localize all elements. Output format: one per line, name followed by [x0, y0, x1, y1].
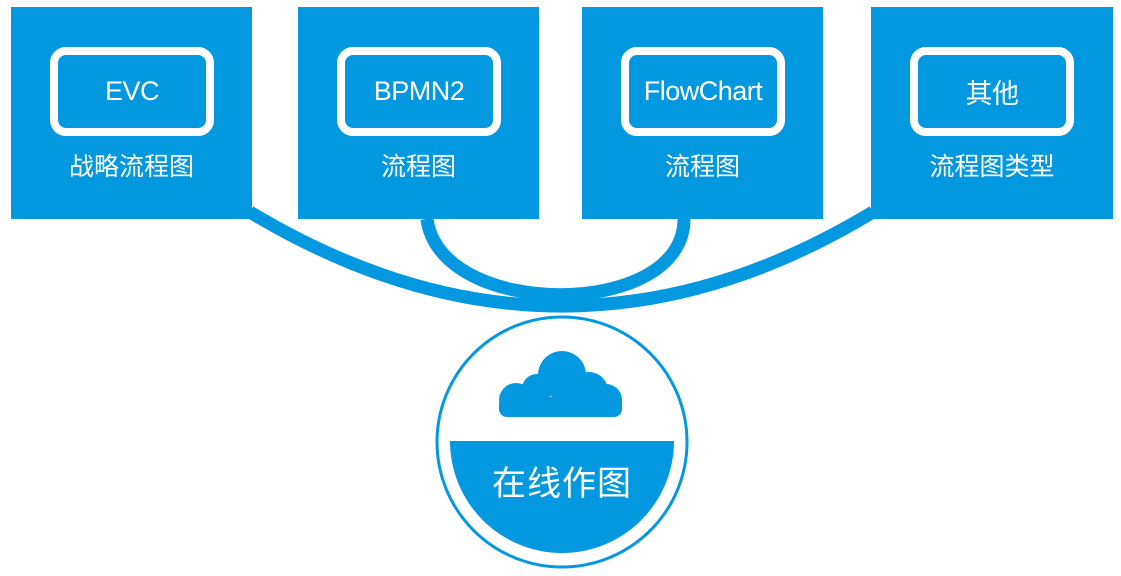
inner-connector-arc [420, 217, 691, 302]
diagram-type-card-bpmn2[interactable]: BPMN2 流程图 [298, 7, 539, 219]
card-caption: 流程图类型 [929, 153, 1055, 181]
type-button-flowchart[interactable]: FlowChart [621, 47, 785, 136]
online-drawing-hub[interactable] [435, 315, 689, 569]
diagram-type-card-evc[interactable]: EVC 战略流程图 [11, 7, 252, 219]
diagram-type-card-flowchart[interactable]: FlowChart 流程图 [582, 7, 823, 219]
type-button-other[interactable]: 其他 [910, 47, 1074, 136]
card-caption: 流程图 [380, 153, 456, 181]
diagram-type-card-other[interactable]: 其他 流程图类型 [871, 7, 1113, 219]
cloud-icon [499, 351, 622, 417]
outer-connector-arc [246, 206, 877, 313]
hub-label: 在线作图 [492, 465, 632, 503]
type-button-evc[interactable]: EVC [50, 47, 214, 136]
card-caption: 战略流程图 [68, 153, 194, 181]
hub-fill-segment [450, 441, 674, 553]
type-button-bpmn2[interactable]: BPMN2 [337, 47, 501, 136]
card-caption: 流程图 [664, 153, 740, 181]
